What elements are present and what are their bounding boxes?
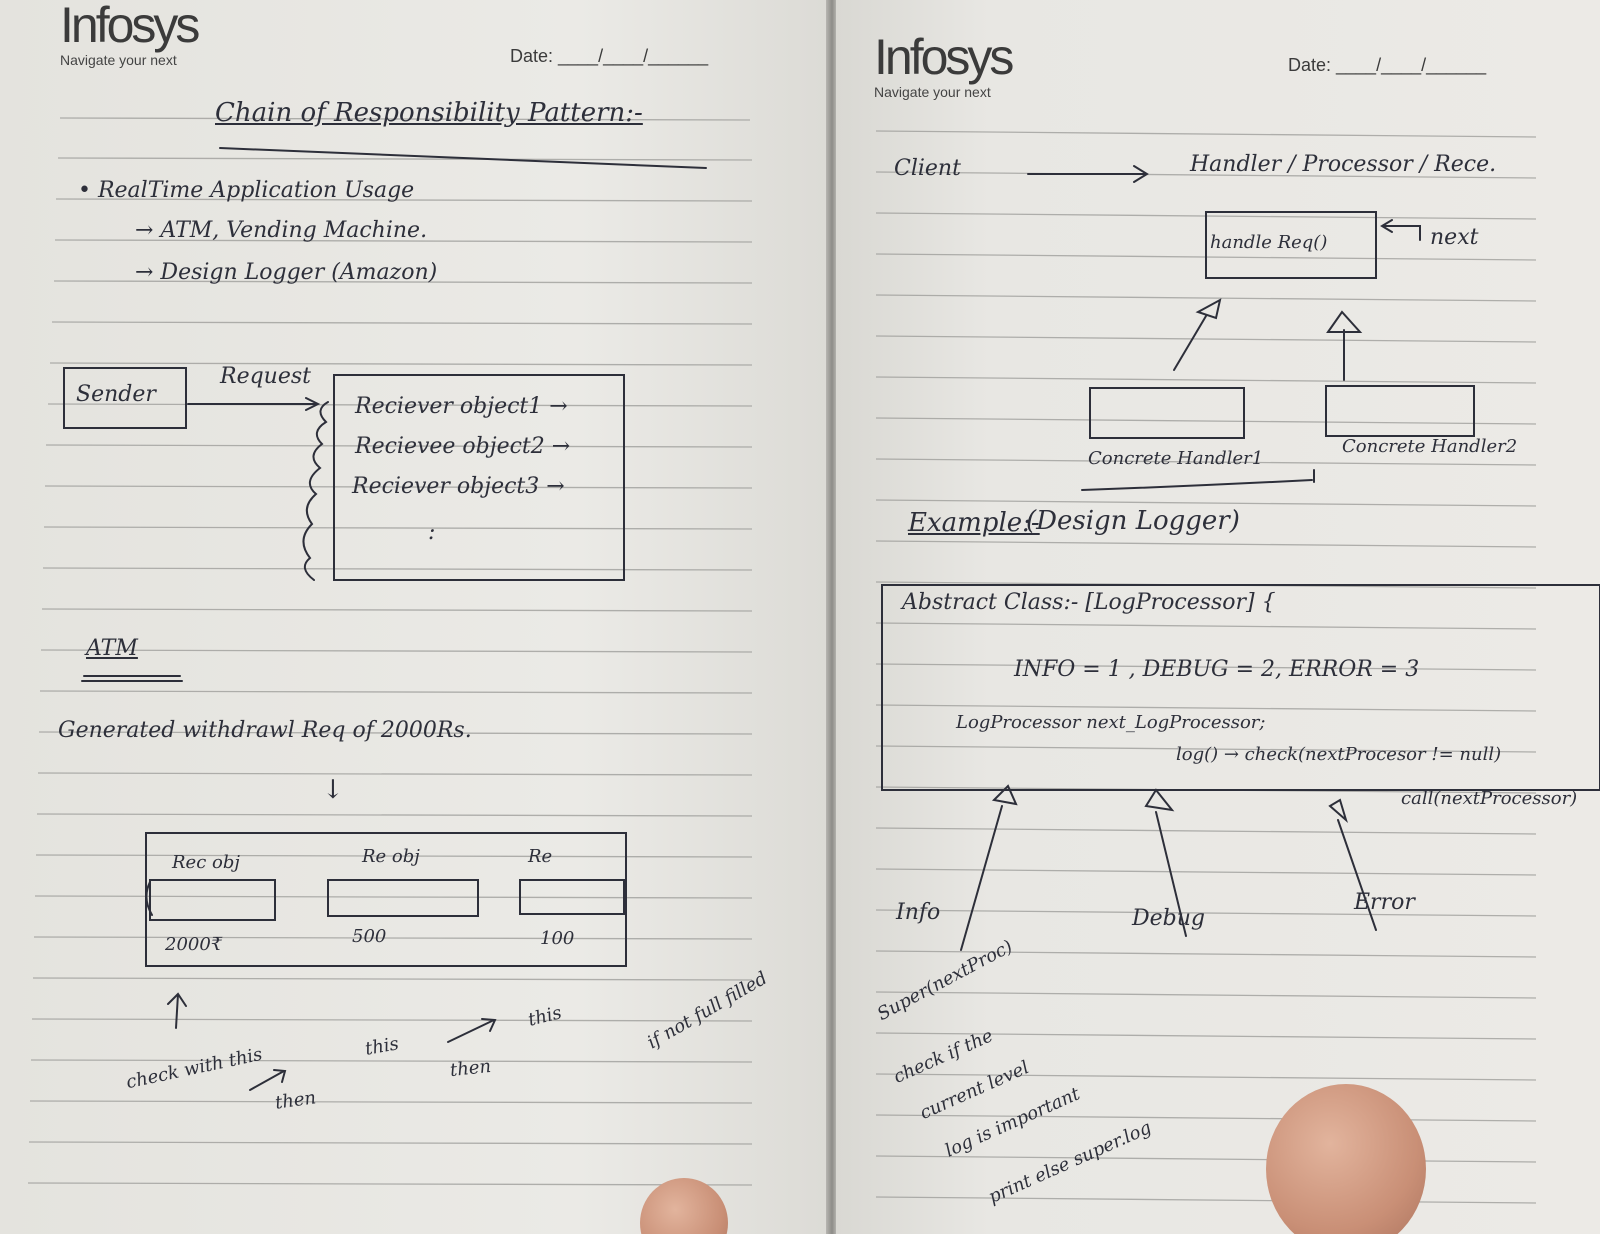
infosys-logo: Infosys Navigate your next <box>60 0 200 68</box>
example-title: (Design Logger) <box>1026 506 1240 536</box>
receiver-object-1: Reciever object1 → <box>355 394 568 419</box>
client-label: Client <box>894 156 961 181</box>
brand-tagline: Navigate your next <box>60 52 177 68</box>
next-label: next <box>1430 225 1479 250</box>
atm-box-label-3: Re <box>528 846 553 867</box>
atm-value-100: 100 <box>540 928 575 949</box>
receiver-object-3: Reciever object3 → <box>352 474 565 499</box>
atm-box-label-1: Rec obj <box>172 852 240 873</box>
usage-heading: • RealTime Application Usage <box>78 178 415 203</box>
brand-tagline: Navigate your next <box>874 84 991 100</box>
subclass-error: Error <box>1354 890 1415 915</box>
left-notebook-page: Infosys Navigate your next Date: ____/__… <box>0 0 828 1234</box>
down-arrow: ↓ <box>322 775 344 805</box>
log-levels-line: INFO = 1 , DEBUG = 2, ERROR = 3 <box>1014 657 1420 682</box>
receiver-object-2: Recievee object2 → <box>355 434 571 459</box>
example-heading: Example:- <box>908 508 1040 538</box>
atm-value-2000: 2000₹ <box>165 934 223 955</box>
subclass-info: Info <box>896 900 941 925</box>
concrete-handler-2: Concrete Handler2 <box>1342 436 1518 457</box>
atm-box-label-2: Re obj <box>362 846 420 867</box>
page-title: Chain of Responsibility Pattern:- <box>215 98 643 128</box>
brand-logo: Infosys <box>60 0 200 53</box>
sender-label: Sender <box>76 382 156 407</box>
atm-description: Generated withdrawl Req of 2000Rs. <box>58 718 472 743</box>
call-next-processor: call(nextProcessor) <box>1401 788 1578 809</box>
thumb-right <box>1266 1084 1426 1234</box>
brand-logo: Infosys <box>874 29 1014 85</box>
usage-item-logger: → Design Logger (Amazon) <box>135 260 438 285</box>
receiver-ellipsis: : <box>428 520 436 545</box>
date-field: Date: ____/____/______ <box>510 46 709 66</box>
right-notebook-page: Infosys Navigate your next Date: ____/__… <box>836 0 1600 1234</box>
request-label: Request <box>220 364 311 389</box>
infosys-logo: Infosys Navigate your next <box>874 29 1014 100</box>
atm-heading: ATM <box>86 636 138 661</box>
handle-request-method: handle Req() <box>1210 232 1328 253</box>
ruled-lines <box>27 117 753 1186</box>
subclass-debug: Debug <box>1132 906 1205 931</box>
next-processor-field: LogProcessor next_LogProcessor; <box>956 712 1266 733</box>
log-method-line: log() → check(nextProcesor != null) <box>1176 744 1502 765</box>
date-field: Date: ____/____/______ <box>1288 55 1487 75</box>
handler-label: Handler / Processor / Rece. <box>1190 152 1497 177</box>
atm-value-500: 500 <box>352 926 387 947</box>
usage-item-atm: → ATM, Vending Machine. <box>135 218 428 243</box>
abstract-class-line: Abstract Class:- [LogProcessor] { <box>902 590 1276 615</box>
concrete-handler-1: Concrete Handler1 <box>1088 448 1264 469</box>
note-then-2: then <box>449 1055 493 1082</box>
notebook-spine <box>826 0 838 1234</box>
